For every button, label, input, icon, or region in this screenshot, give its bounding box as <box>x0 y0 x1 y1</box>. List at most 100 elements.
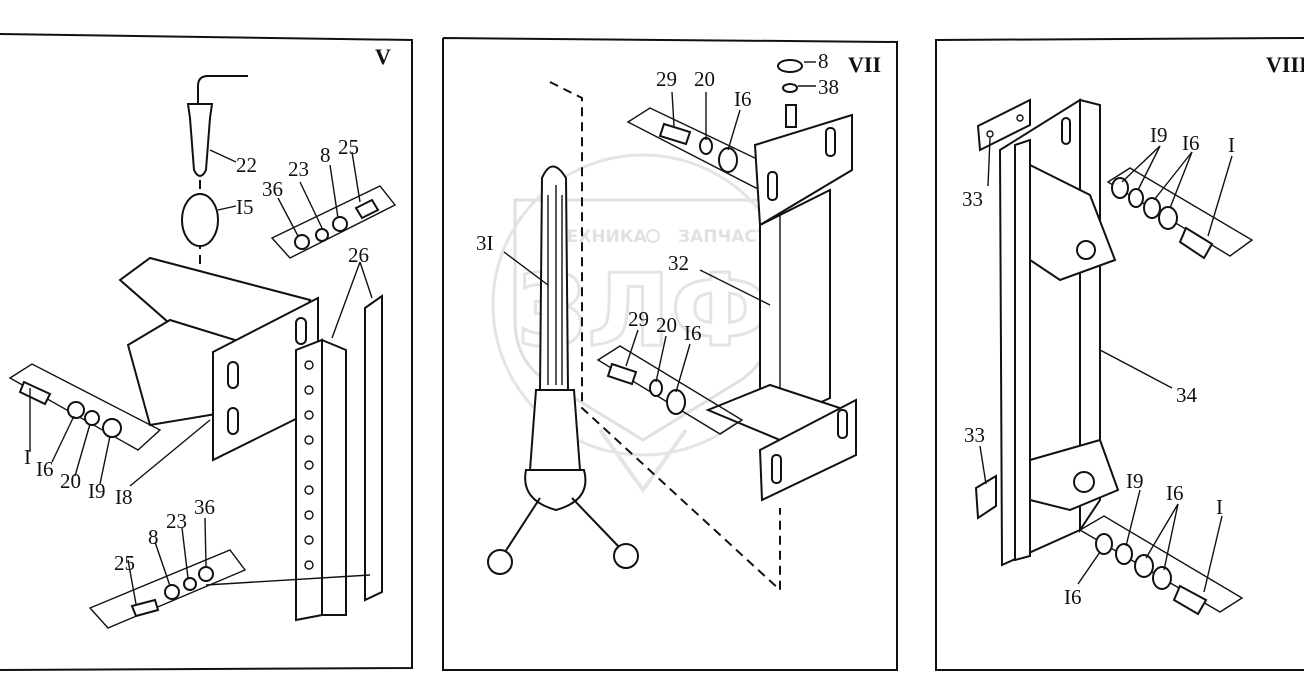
label-1: I <box>24 445 31 469</box>
nut-36 <box>294 234 310 250</box>
label-25: 25 <box>338 135 359 159</box>
panel-vii-title: VII <box>848 52 881 77</box>
label-33-lower: 33 <box>964 423 985 447</box>
washer-16b-viii <box>1158 206 1178 230</box>
label-29: 29 <box>656 67 677 91</box>
washer-16-lower-vii <box>666 389 686 415</box>
panel-v-leaders <box>29 149 373 605</box>
washer-16b-viii-bottom <box>1152 566 1172 590</box>
column-32 <box>759 188 831 432</box>
lever-31-ribs <box>547 185 563 385</box>
mount-slot-1 <box>227 361 239 389</box>
label-16-viii: I6 <box>1182 131 1200 155</box>
washer-8-lower <box>164 584 180 600</box>
hole-33b <box>1016 114 1024 122</box>
panel-viii-title: VIII <box>1266 52 1304 77</box>
washer-19-viii <box>1128 188 1144 208</box>
label-23: 23 <box>288 157 309 181</box>
nut-36-lower <box>198 566 214 582</box>
label-31: 3I <box>476 231 494 255</box>
gusset-bottom-hole <box>1073 471 1095 493</box>
label-16-lower-vii: I6 <box>684 321 702 345</box>
label-25-lower: 25 <box>114 551 135 575</box>
label-32: 32 <box>668 251 689 275</box>
label-1-viii: I <box>1228 133 1235 157</box>
bolt-29-lower <box>606 362 638 386</box>
label-19: I9 <box>88 479 106 503</box>
nut-19 <box>102 418 122 438</box>
slot-vii-3 <box>771 454 782 484</box>
mount-slot-3 <box>295 317 307 345</box>
label-26: 26 <box>348 243 369 267</box>
upright-26-side <box>321 338 347 616</box>
label-34: 34 <box>1176 383 1198 407</box>
slot-vii-1 <box>767 171 778 201</box>
beam-34-flange <box>1014 138 1031 562</box>
washer-20 <box>84 410 100 426</box>
gusset-bottom <box>1029 438 1120 512</box>
washer-16-vii <box>718 147 738 173</box>
ring-15 <box>181 193 219 247</box>
panel-vii-leaders <box>503 61 816 393</box>
label-36: 36 <box>262 177 283 201</box>
label-19-viii: I9 <box>1150 123 1168 147</box>
pin-22 <box>186 103 214 177</box>
upright-rear <box>364 294 383 602</box>
label-29-lower: 29 <box>628 307 649 331</box>
washer-16a-viii-bottom <box>1134 554 1154 578</box>
panel-vii: VII 29 20 I6 8 38 3I 32 29 20 I6 <box>442 37 898 671</box>
label-38: 38 <box>818 75 839 99</box>
wheat-icon <box>598 428 688 494</box>
panel-viii-leaders <box>979 137 1233 593</box>
label-20-lower-vii: 20 <box>656 313 677 337</box>
label-8-lower: 8 <box>148 525 159 549</box>
gear-icon <box>646 229 660 243</box>
lever-axis <box>549 81 781 593</box>
lever-31 <box>538 165 570 391</box>
washer-23-lower <box>183 577 197 591</box>
label-20: 20 <box>60 469 81 493</box>
gusset-top-hole <box>1076 240 1096 260</box>
washer-20-vii <box>699 137 713 155</box>
panel-v-title: V <box>375 44 391 69</box>
washer-8 <box>332 216 348 232</box>
lever-arm-right <box>571 497 621 549</box>
panel-v: V 22 I5 23 8 25 36 26 I I6 20 I9 I8 25 8… <box>0 33 413 671</box>
washer-16-viii-bottom <box>1095 533 1113 555</box>
label-20-vii: 20 <box>694 67 715 91</box>
lever-31-hub <box>524 469 587 512</box>
stud-vii <box>785 104 797 128</box>
upright-holes <box>304 360 314 570</box>
bolt-25-lower <box>130 598 160 618</box>
bolt-25 <box>354 198 380 220</box>
lever-ball-left <box>487 549 513 575</box>
washer-8-vii <box>777 59 803 73</box>
bolt-1 <box>18 380 52 406</box>
label-22: 22 <box>236 153 257 177</box>
plate-33-bottom <box>974 474 997 520</box>
washer-20-lower-vii <box>649 379 663 397</box>
label-1-viii-lower: I <box>1216 495 1223 519</box>
fastener-strip-viii-bottom <box>1078 515 1244 613</box>
fastener-strip-left <box>8 363 162 451</box>
beam-slot <box>1061 117 1071 145</box>
slot-vii-2 <box>825 127 836 157</box>
label-23-lower: 23 <box>166 509 187 533</box>
panel-vii-frame <box>442 37 898 671</box>
bolt-29 <box>658 122 692 146</box>
panel-viii: VIII 33 I9 I6 I 34 33 I9 I6 I I6 <box>935 37 1304 671</box>
nut-19-viii <box>1111 177 1129 199</box>
bolt-1-viii-bottom <box>1172 584 1208 616</box>
label-18: I8 <box>115 485 133 509</box>
fastener-strip-top <box>270 185 397 259</box>
mount-slot-2 <box>227 407 239 435</box>
label-33: 33 <box>962 187 983 211</box>
label-16: I6 <box>36 457 54 481</box>
bolt-line <box>205 574 371 586</box>
hole-33a <box>986 130 994 138</box>
slot-vii-4 <box>837 409 848 439</box>
washer-38-vii <box>782 83 798 93</box>
nut-19-viii-bottom <box>1115 543 1133 565</box>
watermark-text-right: ЗАПЧАСТИ <box>678 227 783 247</box>
